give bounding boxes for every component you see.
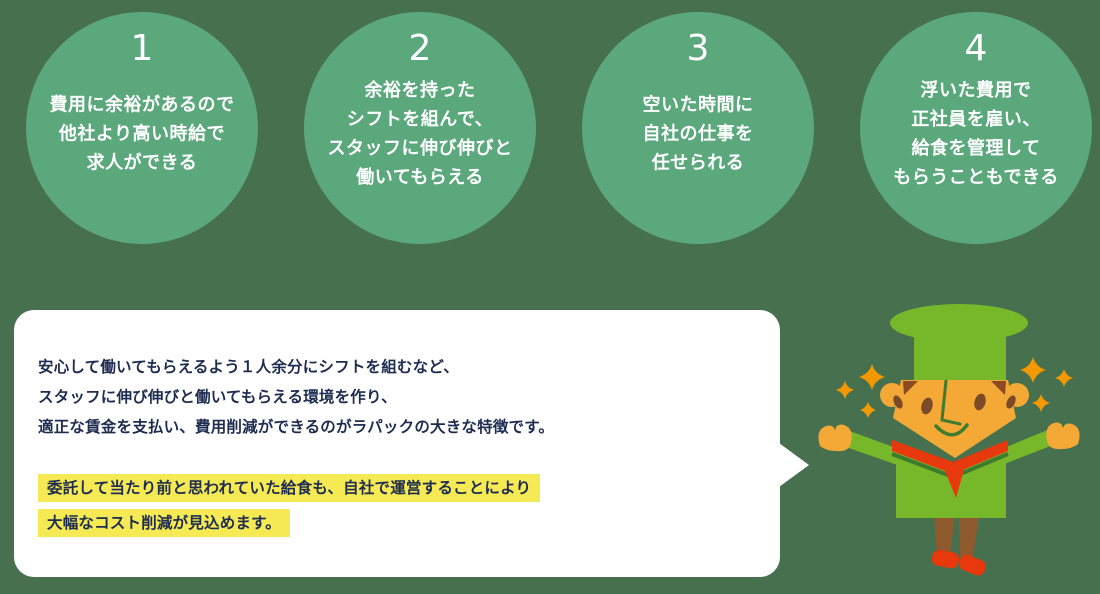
mascot-left-ear-inner: [893, 395, 903, 409]
benefit-steps: 1 費用に余裕があるので 他社より高い時給で 求人ができる 2 余裕を持った シ…: [26, 12, 1092, 244]
step-text-line: 浮いた費用で: [920, 80, 1032, 101]
mascot-left-hand: [818, 424, 852, 452]
bubble-highlight-block: 委託して当たり前と思われていた給食も、自社で運営することにより 大幅なコスト削減…: [38, 474, 750, 537]
step-text-line: スタッフに伸び伸びと: [327, 138, 513, 159]
mascot-right-arm: [994, 424, 1062, 468]
sparkles-icon: [836, 357, 1073, 418]
step-text-line: 余裕を持った: [364, 80, 476, 101]
sparkle-icon: [836, 381, 854, 399]
step-text-2: 余裕を持った シフトを組んで、 スタッフに伸び伸びと 働いてもらえる: [304, 76, 536, 192]
mascot-right-shoe: [959, 554, 986, 576]
sparkle-icon: [859, 364, 885, 390]
step-text-line: 他社より高い時給で: [58, 123, 226, 145]
chef-mascot: [818, 304, 1080, 576]
step-text-line: もらうこともできる: [893, 167, 1059, 188]
mascot-left-eye: [921, 397, 933, 415]
mascot-right-hair: [991, 381, 1006, 395]
step-text-4: 浮いた費用で 正社員を雇い、 給食を管理して もらうこともできる: [860, 76, 1092, 192]
mascot-right-eye: [974, 393, 986, 411]
step-text-line: 求人ができる: [86, 152, 198, 174]
mascot-left-hair: [903, 381, 918, 395]
step-text-line: 正社員を雇い、: [911, 109, 1041, 130]
sparkle-icon: [1032, 394, 1050, 412]
mascot-nose: [940, 379, 962, 426]
mascot-left-leg: [934, 516, 955, 555]
mascot-right-hand: [1046, 422, 1080, 450]
step-text-line: シフトを組んで、: [346, 109, 494, 130]
benefit-circle-3: 3 空いた時間に 自社の仕事を 任せられる: [582, 12, 814, 244]
mascot-right-leg: [959, 516, 979, 556]
step-text-line: 費用に余裕があるので: [49, 94, 235, 116]
highlight-line: 委託して当たり前と思われていた給食も、自社で運営することにより: [38, 474, 541, 502]
bubble-paragraph: 安心して働いてもらえるよう１人余分にシフトを組むなど、 スタッフに伸び伸びと働い…: [38, 352, 750, 442]
speech-bubble: 安心して働いてもらえるよう１人余分にシフトを組むなど、 スタッフに伸び伸びと働い…: [14, 310, 780, 577]
step-text-line: 任せられる: [651, 152, 745, 174]
step-number-3: 3: [686, 28, 710, 69]
sparkle-icon: [860, 402, 876, 418]
benefit-circle-4: 4 浮いた費用で 正社員を雇い、 給食を管理して もらうこともできる: [860, 12, 1092, 244]
bubble-text-line: 適正な賃金を支払い、費用削減ができるのがラパックの大きな特徴です。: [38, 418, 555, 436]
mascot-right-ear-inner: [1006, 395, 1016, 409]
step-text-1: 費用に余裕があるので 他社より高い時給で 求人ができる: [26, 91, 258, 178]
benefit-circle-2: 2 余裕を持った シフトを組んで、 スタッフに伸び伸びと 働いてもらえる: [304, 12, 536, 244]
step-text-line: 空いた時間に: [642, 94, 754, 116]
chef-hat-icon: [890, 304, 1028, 380]
step-number-1: 1: [130, 28, 154, 69]
bubble-text-line: 安心して働いてもらえるよう１人余分にシフトを組むなど、: [38, 358, 459, 376]
mascot-left-shoe: [931, 549, 960, 569]
step-number-4: 4: [964, 28, 988, 69]
sparkle-icon: [1020, 357, 1046, 383]
mascot-mouth: [934, 423, 969, 437]
highlight-line: 大幅なコスト削減が見込めます。: [38, 509, 290, 537]
step-text-3: 空いた時間に 自社の仕事を 任せられる: [582, 91, 814, 178]
step-text-line: 自社の仕事を: [642, 123, 754, 145]
benefit-circle-1: 1 費用に余裕があるので 他社より高い時給で 求人ができる: [26, 12, 258, 244]
step-text-line: 働いてもらえる: [356, 167, 484, 188]
bubble-text-line: スタッフに伸び伸びと働いてもらえる環境を作り、: [38, 388, 397, 406]
mascot-left-arm: [836, 426, 906, 468]
mascot-tie: [943, 466, 965, 498]
step-text-line: 給食を管理して: [911, 138, 1041, 159]
speech-bubble-tail: [779, 443, 809, 487]
step-number-2: 2: [408, 28, 432, 69]
sparkle-icon: [1055, 369, 1073, 387]
